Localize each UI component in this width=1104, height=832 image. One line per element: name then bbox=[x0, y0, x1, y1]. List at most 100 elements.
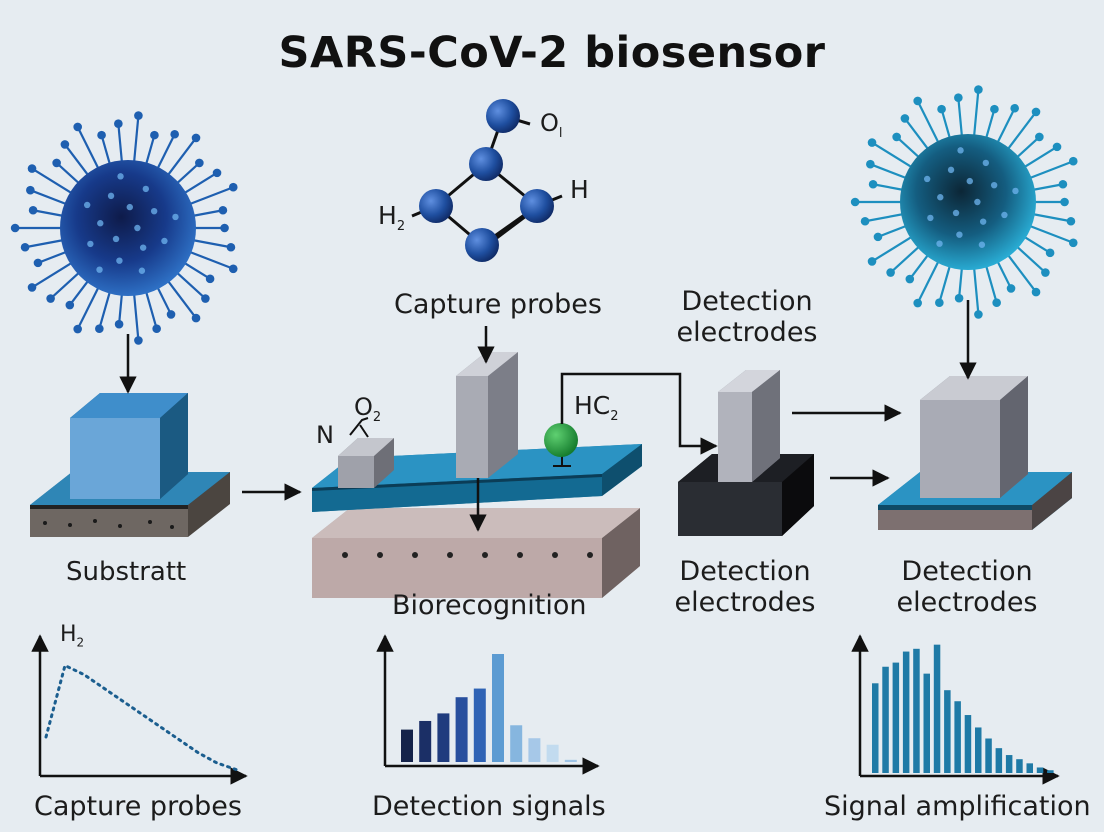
virus-spike-tip bbox=[65, 300, 75, 310]
bar bbox=[419, 720, 432, 762]
bar bbox=[975, 727, 982, 773]
virus-particle-right bbox=[850, 85, 1078, 319]
virus-spike bbox=[940, 108, 952, 143]
virus-spike bbox=[76, 283, 102, 330]
virus-spike bbox=[31, 167, 76, 197]
virus-body bbox=[900, 134, 1036, 270]
atom bbox=[469, 147, 503, 181]
virus-spike bbox=[872, 183, 907, 192]
virus-surface-dot bbox=[134, 224, 141, 232]
virus-spike bbox=[64, 143, 92, 179]
virus-spike-tip bbox=[866, 159, 875, 169]
virus-spike-tip bbox=[28, 205, 38, 215]
virus-spike-tip bbox=[1031, 287, 1041, 297]
detection-electrodes-label-top: Detection electrodes bbox=[676, 286, 818, 349]
virus-spike bbox=[957, 264, 964, 299]
bar bbox=[882, 666, 889, 773]
virus-surface-dot bbox=[979, 218, 987, 225]
bar bbox=[546, 744, 559, 762]
bar bbox=[944, 690, 951, 773]
virus-spike bbox=[877, 223, 911, 238]
bar bbox=[510, 725, 523, 762]
virus-spike bbox=[972, 89, 980, 140]
virus-surface-dot bbox=[974, 198, 981, 206]
bar bbox=[872, 683, 879, 773]
virus-surface-dot bbox=[83, 201, 91, 209]
virus-spike bbox=[76, 126, 102, 173]
virus-surface-dot bbox=[96, 266, 103, 273]
virus-spike-tip bbox=[867, 257, 877, 266]
virus-spike bbox=[895, 136, 923, 161]
virus-spike-tip bbox=[974, 310, 983, 319]
virus-spike bbox=[938, 261, 952, 304]
virus-surface-dot bbox=[112, 235, 120, 243]
virus-spike-tip bbox=[27, 283, 37, 292]
bar bbox=[923, 673, 930, 773]
virus-surface-dot bbox=[982, 159, 990, 167]
virus-spike bbox=[957, 97, 964, 140]
virus-spike-tip bbox=[114, 119, 123, 129]
virus-spike-tip bbox=[201, 294, 210, 303]
virus-body bbox=[60, 160, 196, 296]
virus-spike bbox=[1029, 183, 1064, 192]
virus-spike-tip bbox=[1010, 103, 1019, 113]
virus-spike bbox=[98, 287, 112, 330]
virus-surface-dot bbox=[936, 240, 943, 247]
virus-spike bbox=[972, 264, 980, 315]
signal-amplification-chart bbox=[851, 634, 1060, 785]
virus-spike-tip bbox=[886, 268, 895, 277]
virus-spike-tip bbox=[226, 242, 236, 252]
atom bbox=[465, 228, 499, 262]
virus-spike-tip bbox=[170, 129, 179, 139]
virus-spike bbox=[1025, 223, 1074, 244]
virus-spike bbox=[173, 269, 207, 300]
virus-spike bbox=[871, 141, 916, 171]
atom bbox=[419, 189, 453, 223]
virus-spike bbox=[154, 133, 176, 173]
virus-spike-tip bbox=[905, 274, 915, 284]
virus-spike-tip bbox=[1066, 216, 1076, 226]
virus-spike bbox=[132, 290, 140, 341]
line-series bbox=[44, 663, 238, 771]
bar bbox=[964, 715, 972, 773]
signal-amplification-chart-label: Signal amplification bbox=[824, 791, 1091, 822]
virus-spike bbox=[1013, 243, 1047, 274]
virus-spike-tip bbox=[205, 274, 215, 284]
atom-label-h: H bbox=[570, 175, 589, 204]
bar bbox=[1047, 770, 1054, 773]
virus-spike-tip bbox=[97, 130, 106, 140]
virus-surface-dot bbox=[161, 237, 168, 245]
virus-surface-dot bbox=[937, 194, 944, 201]
virus-spike bbox=[1004, 251, 1037, 293]
green-marker bbox=[544, 423, 578, 457]
molecule-atoms bbox=[419, 99, 554, 262]
virus-spike-tip bbox=[191, 133, 201, 143]
virus-spike-tip bbox=[954, 93, 963, 103]
detection-electrodes-label-mid: Detection electrodes bbox=[674, 556, 816, 619]
substrate-label: Substratt bbox=[66, 557, 187, 587]
virus-spike bbox=[144, 134, 156, 169]
hc2-label: HC2 bbox=[574, 391, 619, 424]
virus-spike bbox=[100, 134, 112, 169]
virus-surface-dot bbox=[966, 177, 973, 185]
capture-probes-label: Capture probes bbox=[394, 289, 602, 320]
virus-spike-tip bbox=[46, 294, 55, 303]
virus-spike bbox=[916, 100, 942, 147]
virus-spike bbox=[144, 287, 158, 330]
virus-spike bbox=[908, 251, 932, 280]
virus-surface-dot bbox=[990, 181, 998, 189]
virus-spike-tip bbox=[95, 324, 104, 334]
atom-label-h2: H2 bbox=[378, 201, 406, 234]
virus-surface-dot bbox=[150, 207, 158, 215]
virus-spike bbox=[154, 283, 173, 315]
virus-spike bbox=[984, 108, 996, 143]
virus-spike bbox=[132, 115, 140, 166]
virus-surface-dot bbox=[139, 244, 147, 251]
virus-spike-tip bbox=[1052, 142, 1062, 152]
virus-spike bbox=[889, 243, 923, 274]
virus-spike bbox=[164, 137, 197, 179]
substrate-block bbox=[30, 393, 230, 537]
virus-spike bbox=[117, 290, 124, 325]
virus-surface-dot bbox=[87, 240, 94, 248]
